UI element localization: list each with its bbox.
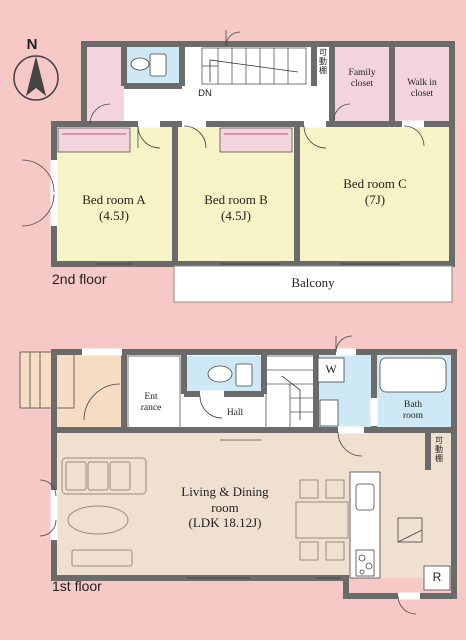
bathtub — [379, 357, 447, 393]
walk-in-closet-line1: Walk in — [407, 78, 437, 88]
bedroom-b-label: Bed room B (4.5J) — [180, 192, 292, 223]
movable-shelf-2f-label: 可 動 棚 — [314, 48, 332, 76]
bedroom-a-name: Bed room A — [82, 192, 146, 207]
ldk-line3: (LDK 18.12J) — [188, 515, 262, 531]
first-floor-plan — [19, 335, 457, 615]
door-swings-1f — [39, 335, 417, 615]
family-closet-label: Family closet — [334, 68, 390, 91]
second-floor-plan — [21, 30, 455, 303]
ldk-label: Living & Dining room (LDK 18.12J) — [150, 484, 300, 531]
entrance-line2: rance — [140, 403, 162, 414]
bedroom-a-size: (4.5J) — [99, 207, 129, 223]
family-closet-line2: closet — [350, 79, 374, 90]
first-floor-label: 1st floor — [52, 578, 102, 594]
toilet-2f — [149, 53, 167, 77]
ldk-line1: Living & Dining — [181, 484, 269, 499]
walls-2f — [51, 41, 455, 267]
movable-shelf-2f-char1: 可 — [319, 48, 327, 57]
entrance-line1: Ent — [144, 392, 158, 402]
washer-space — [317, 357, 345, 383]
second-floor-label: 2nd floor — [52, 271, 107, 287]
bedroom-b-size: (4.5J) — [221, 207, 251, 223]
bedroom-a-label: Bed room A (4.5J) — [58, 192, 170, 223]
shelf-2f-floor — [314, 46, 332, 86]
door-gaps-1f — [50, 348, 420, 600]
porch-steps — [19, 351, 75, 409]
north-label: N — [26, 36, 38, 53]
bedroom-c-size: (7J) — [364, 191, 386, 207]
fridge-space — [423, 565, 451, 591]
bedroom-b-closet — [219, 127, 293, 153]
walk-in-closet-line2: closet — [410, 89, 434, 100]
bedroom-b-name: Bed room B — [204, 192, 268, 207]
shoe-storage — [127, 355, 181, 429]
bedroom-c-label: Bed room C (7J) — [302, 176, 448, 207]
door-gaps-2f — [50, 120, 424, 226]
bedroom-a-closet — [57, 127, 131, 153]
family-closet-floor — [332, 46, 390, 124]
movable-shelf-1f-char1: 可 — [435, 436, 443, 445]
stair-direction-label: DN — [198, 88, 212, 99]
bedroom-c-floor — [300, 126, 450, 262]
movable-shelf-1f-char3: 棚 — [435, 454, 443, 464]
balcony-label: Balcony — [291, 275, 335, 290]
windows-1f — [186, 439, 340, 579]
movable-shelf-2f-char2: 動 — [319, 57, 327, 67]
entrance-label: Ent rance — [128, 392, 174, 415]
balcony — [173, 265, 453, 303]
staircase-2f — [201, 47, 307, 85]
bathroom-line1: Bath — [404, 400, 422, 410]
bedroom-c-name: Bed room C — [343, 176, 407, 191]
movable-shelf-1f-label: 可 動 棚 — [430, 436, 448, 464]
toilet-1f — [207, 365, 233, 383]
north-arrow-icon — [13, 55, 59, 101]
kitchen-sink — [355, 483, 375, 511]
ldk-line2: room — [211, 499, 239, 515]
wash-basin — [319, 399, 339, 427]
fridge-label: R — [432, 570, 442, 584]
washer-label: W — [325, 362, 337, 376]
movable-shelf-2f-char3: 棚 — [319, 66, 327, 76]
door-swings-2f — [21, 30, 425, 227]
stove-icon — [355, 549, 375, 577]
family-closet-line1: Family — [348, 68, 376, 78]
walk-in-closet-label: Walk in closet — [394, 78, 450, 101]
ldk-furniture — [61, 457, 349, 567]
walk-in-closet-floor — [394, 46, 450, 124]
closet-left-floor — [86, 46, 124, 122]
bathroom-line2: room — [402, 411, 424, 422]
bathroom-label: Bath room — [378, 400, 448, 423]
movable-shelf-1f-char2: 動 — [435, 445, 443, 455]
ldk-floor — [56, 432, 452, 578]
hall-label: Hall — [226, 408, 244, 418]
